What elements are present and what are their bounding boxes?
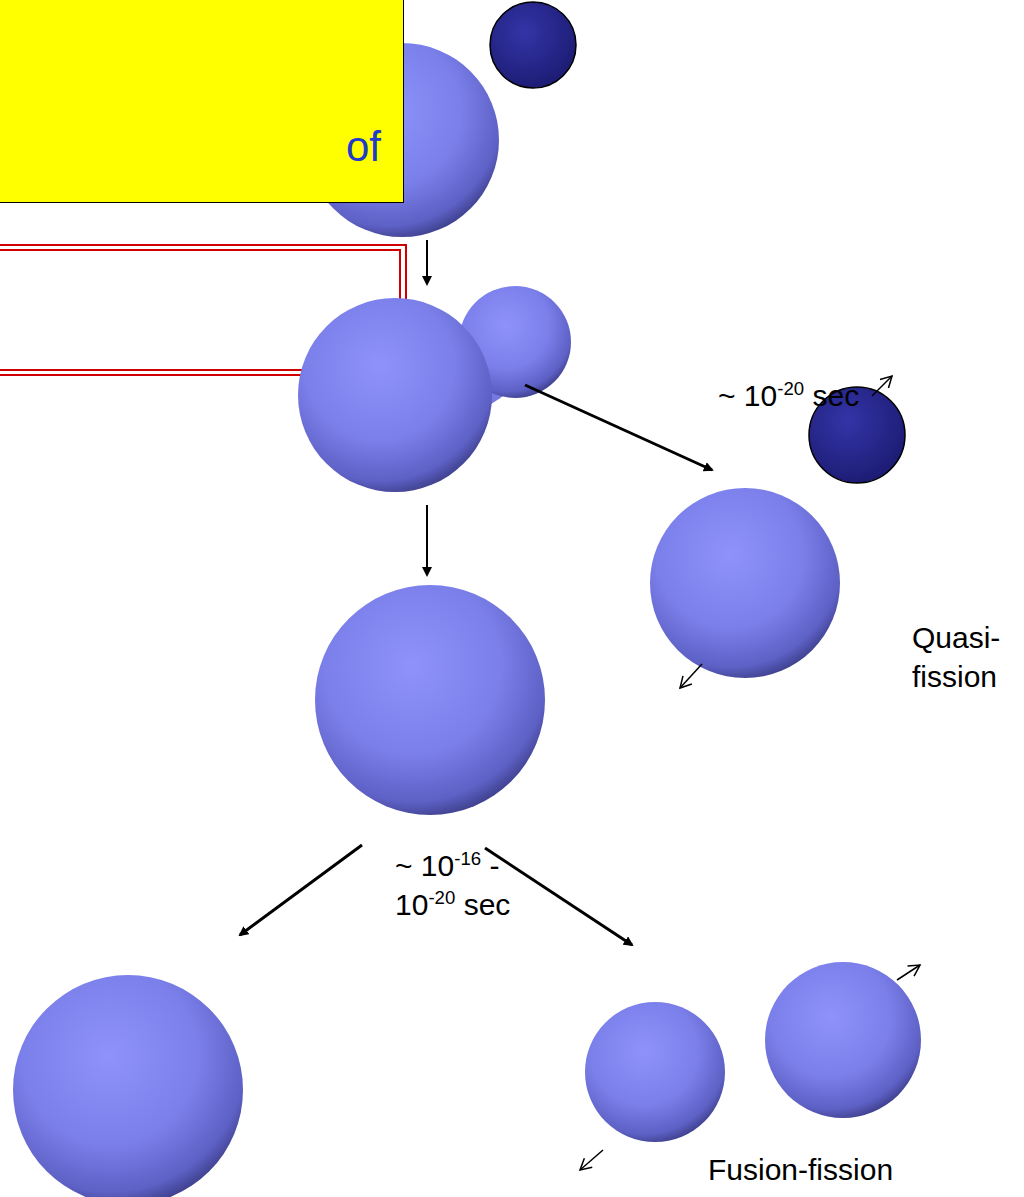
time-text: sec	[813, 379, 860, 412]
label-line: ~ 10-20 sec	[718, 376, 859, 415]
exponent: -16	[454, 848, 481, 869]
motion-arrow	[680, 664, 702, 688]
quasi-fragment-large	[650, 488, 840, 678]
time-text: ~ 10	[395, 849, 454, 882]
motion-arrow	[872, 376, 892, 396]
label-line: Quasi- fission	[912, 618, 1020, 696]
motion-arrow	[580, 1150, 603, 1170]
compound-nucleus	[315, 585, 545, 815]
exponent: -20	[428, 887, 455, 908]
time-label: ~ 10-20 sec	[718, 376, 859, 415]
box-text: of	[346, 123, 381, 171]
motion-arrow	[897, 965, 920, 980]
time-text: ~ 10	[718, 379, 777, 412]
label-line: Fusion-fission	[708, 1150, 893, 1189]
arrow-down	[426, 505, 428, 575]
time-text: 10	[395, 888, 428, 921]
time-label: Quasi- fission	[912, 618, 1020, 696]
fission-fragment	[765, 962, 921, 1118]
arrow-survive	[240, 845, 362, 935]
time-label: ~ 10-16-10-20sec	[395, 846, 510, 924]
time-text: -	[490, 849, 500, 882]
label-line: 10-20 sec	[395, 885, 510, 924]
residue-nucleus	[13, 975, 243, 1197]
title-box: of	[0, 0, 404, 203]
time-label: Fusion-fission	[708, 1150, 893, 1189]
time-text: sec	[464, 888, 511, 921]
fission-fragment	[585, 1002, 725, 1142]
exponent: -20	[777, 378, 804, 399]
label-line: ~ 10-16-	[395, 846, 510, 885]
process-label: Fusion-fission	[708, 1153, 893, 1186]
arrow-down	[426, 240, 428, 284]
process-label: Quasi- fission	[912, 621, 1000, 693]
arrow-quasi	[525, 385, 712, 470]
dinuclear-body	[298, 298, 492, 492]
projectile-nucleus	[490, 2, 576, 88]
